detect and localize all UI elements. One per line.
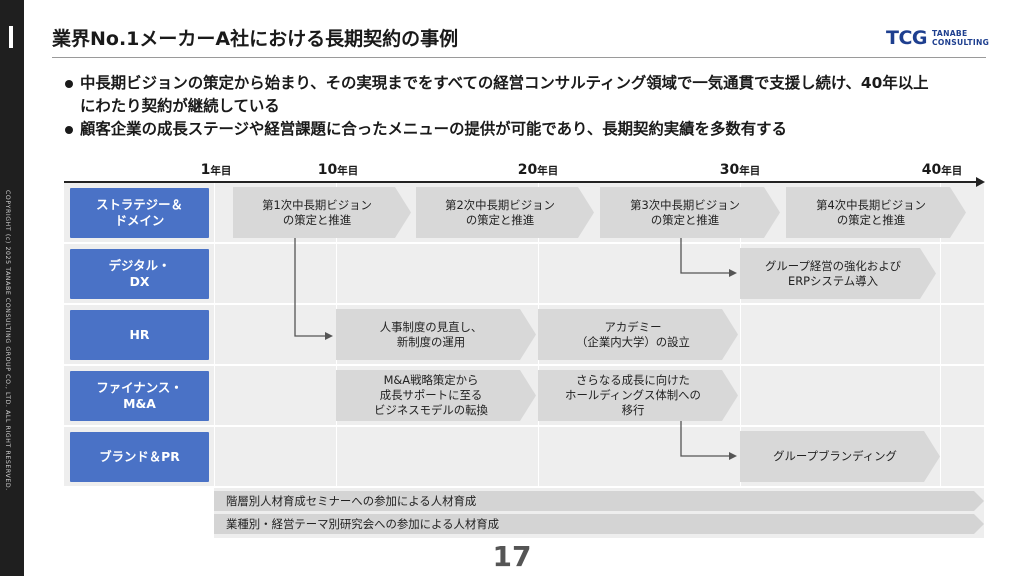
bullet-item: 中長期ビジョンの策定から始まり、その実現までをすべての経営コンサルティング領域で…: [64, 72, 1004, 118]
item-erp: グループ経営の強化および ERPシステム導入: [740, 248, 936, 299]
item-branding: グループブランディング: [740, 431, 940, 482]
row-label-strategy: ストラテジー＆ ドメイン: [70, 188, 209, 238]
row-label-brand: ブランド＆PR: [70, 432, 209, 482]
row-divider: [64, 242, 984, 244]
item-holdings: さらなる成長に向けた ホールディングス体制への 移行: [538, 370, 738, 421]
item-hr-system: 人事制度の見直し、 新制度の運用: [336, 309, 536, 360]
bar-research: 業種別・経営テーマ別研究会への参加による人材育成: [214, 514, 984, 534]
sidebar: COPYRIGHT (c) 2025 TANABE CONSULTING GRO…: [0, 0, 24, 576]
row-label-hr: HR: [70, 310, 209, 360]
item-vision-3: 第3次中長期ビジョン の策定と推進: [600, 187, 780, 238]
year-label-30: 30年目: [719, 162, 761, 178]
grid-line: [740, 183, 741, 488]
page-number: 17: [492, 540, 532, 573]
item-vision-1: 第1次中長期ビジョン の策定と推進: [233, 187, 411, 238]
year-label-1: 1年目: [200, 162, 232, 178]
page-title: 業界No.1メーカーA社における長期契約の事例: [52, 28, 459, 50]
title-divider: [52, 57, 986, 58]
item-academy: アカデミー （企業内大学）の設立: [538, 309, 738, 360]
company-logo: TCG TANABE CONSULTING: [886, 25, 989, 51]
year-label-40: 40年目: [921, 162, 963, 178]
year-label-10: 10年目: [317, 162, 359, 178]
grid-line: [214, 183, 215, 488]
item-vision-4: 第4次中長期ビジョン の策定と推進: [786, 187, 966, 238]
blank-cell: [64, 488, 214, 538]
row-divider: [64, 303, 984, 305]
bullet-list: 中長期ビジョンの策定から始まり、その実現までをすべての経営コンサルティング領域で…: [64, 72, 1004, 141]
bar-seminar: 階層別人材育成セミナーへの参加による人材育成: [214, 491, 984, 511]
copyright-text: COPYRIGHT (c) 2025 TANABE CONSULTING GRO…: [4, 190, 11, 491]
grid-line: [940, 183, 941, 488]
bullet-item: 顧客企業の成長ステージや経営課題に合ったメニューの提供が可能であり、長期契約実績…: [64, 118, 1004, 141]
year-label-20: 20年目: [517, 162, 559, 178]
row-divider: [64, 486, 984, 488]
item-vision-2: 第2次中長期ビジョン の策定と推進: [416, 187, 594, 238]
logo-text: TANABE CONSULTING: [932, 29, 989, 47]
axis-arrowhead: [976, 177, 985, 187]
row-label-finance: ファイナンス・ M&A: [70, 371, 209, 421]
row-divider: [64, 425, 984, 427]
sidebar-accent: [9, 26, 13, 48]
item-ma-strategy: M&A戦略策定から 成長サポートに至る ビジネスモデルの転換: [336, 370, 536, 421]
logo-line2: CONSULTING: [932, 38, 990, 47]
logo-mark: TCG: [886, 27, 928, 49]
row-divider: [64, 364, 984, 366]
row-label-digital: デジタル・ DX: [70, 249, 209, 299]
timeline-axis: [64, 181, 980, 183]
logo-line1: TANABE: [932, 29, 968, 38]
